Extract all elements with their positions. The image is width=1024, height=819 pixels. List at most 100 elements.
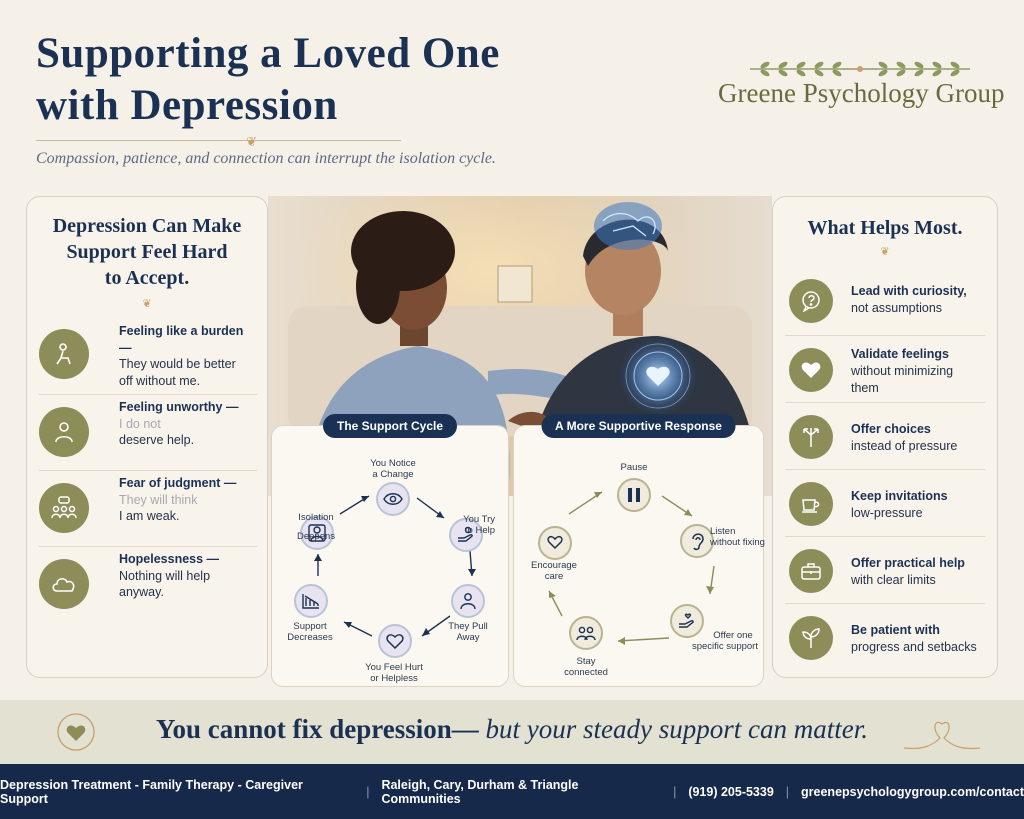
- support-cycle-title: The Support Cycle: [322, 414, 458, 438]
- node-label: Listen: [710, 526, 736, 537]
- help-text: not assumptions: [851, 301, 943, 315]
- ornament-icon: ❦: [142, 298, 152, 310]
- heart-badge-icon: [57, 713, 95, 751]
- support-cycle-card: The Support Cycle You Notice a Change Yo…: [270, 414, 509, 687]
- node-label: care: [544, 571, 564, 582]
- cycle-label-hurt: You Feel Hurt or Helpless: [354, 662, 434, 684]
- barrier-heading: Feeling unworthy —: [119, 400, 239, 414]
- barrier-text: They will think: [119, 492, 198, 507]
- isolated-person-icon: [300, 516, 334, 550]
- node-label: or Helpless: [370, 673, 418, 684]
- supportive-response-title: A More Supportive Response: [541, 414, 736, 438]
- footer-separator: |: [366, 784, 370, 799]
- pause-icon: [617, 478, 651, 512]
- help-item-validate: Validate feelings without minimizing the…: [785, 336, 985, 403]
- briefcase-icon: [789, 549, 833, 593]
- node-label: Isolation: [298, 512, 334, 523]
- cycle-label-decreases: Support Decreases: [270, 621, 350, 643]
- footer-areas: Raleigh, Cary, Durham & Triangle Communi…: [381, 777, 579, 806]
- response-label-stay: Stay connected: [546, 656, 626, 678]
- two-people-icon: [569, 616, 603, 650]
- title-line-1: Supporting a Loved One: [36, 30, 500, 77]
- brand-name: Greene Psychology Group: [718, 78, 1005, 108]
- page-title: Supporting a Loved One with Depression: [36, 28, 500, 132]
- barriers-title-line-1: Depression Can Make: [52, 215, 242, 237]
- cycle-label-isolation: Isolation Deepens: [276, 512, 356, 542]
- help-text: them: [851, 381, 879, 395]
- help-text: instead of pressure: [851, 439, 958, 453]
- barrier-text: I do not: [119, 416, 161, 431]
- barrier-item-judgment: Fear of judgment — They will think I am …: [39, 473, 257, 547]
- helping-hand-icon: [449, 518, 483, 552]
- cycle-label-pull-away: They Pull Away: [428, 621, 508, 643]
- node-label: a Change: [372, 469, 414, 480]
- person-sitting-icon: [39, 329, 89, 379]
- response-label-care: Encourage care: [514, 560, 594, 582]
- node-label: to Help: [464, 525, 495, 536]
- group-speech-icon: [39, 483, 89, 533]
- barriers-panel: Depression Can Make Support Feel Hard to…: [26, 196, 268, 678]
- footer-separator: |: [673, 784, 677, 799]
- heart-outline-icon: [378, 624, 412, 658]
- footer-url[interactable]: greenepsychologygroup.com/contact: [801, 784, 1024, 799]
- cycle-arrows: [314, 495, 476, 637]
- help-item-invitations: Keep invitations low-pressure: [785, 470, 985, 537]
- footer-bar: Depression Treatment - Family Therapy - …: [0, 764, 1024, 819]
- barrier-text: I am weak.: [119, 509, 180, 523]
- help-text: Be patient with: [851, 623, 940, 637]
- help-text: low-pressure: [851, 506, 923, 520]
- barrier-text: off without me.: [119, 373, 201, 388]
- branching-arrows-icon: [789, 415, 833, 459]
- help-text: Offer choices: [851, 422, 931, 436]
- subtitle: Compassion, patience, and connection can…: [36, 150, 496, 167]
- barrier-item-burden: Feeling like a burden — They would be be…: [39, 321, 257, 395]
- help-text: Lead with curiosity,: [851, 284, 967, 298]
- barrier-text: anyway.: [119, 585, 164, 599]
- node-label: Offer one: [713, 630, 753, 641]
- barrier-heading: Feeling like a burden —: [119, 324, 244, 355]
- ornament-icon: ❦: [246, 134, 257, 149]
- what-helps-panel: What Helps Most. ❦ Lead with curiosity, …: [772, 196, 998, 678]
- help-text: with clear limits: [851, 573, 936, 587]
- node-label: Away: [456, 632, 480, 643]
- node-label: connected: [564, 667, 608, 678]
- response-label-pause: Pause: [620, 462, 648, 473]
- help-text: Validate feelings: [851, 347, 949, 361]
- barrier-text: deserve help.: [119, 433, 195, 447]
- banner-italic-text: but your steady support can matter.: [478, 714, 869, 744]
- footer-services: Depression Treatment - Family Therapy - …: [0, 777, 303, 806]
- response-label-offer: Offer one: [698, 630, 768, 641]
- barrier-item-hopelessness: Hopelessness — Nothing will help anyway.: [39, 549, 257, 623]
- decline-chart-icon: [294, 584, 328, 618]
- help-text: without minimizing: [851, 364, 954, 378]
- help-item-patience: Be patient with progress and setbacks: [785, 604, 985, 671]
- barriers-title-line-2: Support Feel Hard: [66, 241, 228, 263]
- ear-icon: [680, 524, 714, 558]
- node-label: They Pull: [448, 621, 488, 632]
- help-item-practical: Offer practical help with clear limits: [785, 537, 985, 604]
- title-divider: [36, 140, 401, 141]
- help-item-curiosity: Lead with curiosity, not assumptions: [785, 269, 985, 336]
- barrier-heading: Fear of judgment —: [119, 476, 237, 490]
- node-label: Decreases: [287, 632, 333, 643]
- heart-hands-icon: [538, 526, 572, 560]
- footer-phone[interactable]: (919) 205-5339: [688, 784, 774, 799]
- eye-icon: [376, 482, 410, 516]
- node-label: Encourage: [531, 560, 577, 571]
- node-label: You Try: [463, 514, 495, 525]
- barrier-item-unworthy: Feeling unworthy — I do not deserve help…: [39, 397, 257, 471]
- barrier-text: Nothing will help: [119, 568, 211, 583]
- barrier-text: They would be better: [119, 357, 236, 371]
- banner-message: You cannot fix depression— but your stea…: [0, 714, 1024, 745]
- node-label: Deepens: [296, 531, 336, 542]
- cycle-label-notice: You Notice a Change: [353, 458, 433, 480]
- open-hand-icon: [670, 604, 704, 638]
- laurel-logo-icon: [750, 61, 970, 77]
- cloud-icon: [39, 559, 89, 609]
- supportive-response-card: A More Supportive Response Pause Listen …: [513, 414, 765, 687]
- title-line-2: with Depression: [36, 82, 338, 129]
- response-label-listen: Listen without fixing: [710, 526, 768, 548]
- help-item-choices: Offer choices instead of pressure: [785, 403, 985, 470]
- response-label-offer-2: specific support: [691, 641, 758, 652]
- help-text: Offer practical help: [851, 556, 965, 570]
